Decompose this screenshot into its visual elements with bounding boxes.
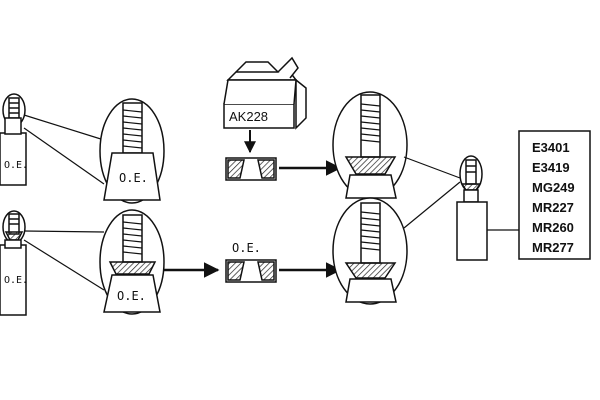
left-bottom-shock-body: [0, 244, 27, 316]
zoom-bottom-washer: [108, 261, 157, 275]
ak228-box-front: [223, 103, 295, 129]
part-number-3: MG249: [532, 180, 575, 195]
left-top-shock-body: [0, 132, 27, 186]
part-number-4: MR227: [532, 200, 574, 215]
zoom-oval-bottom-left: O.E.: [99, 209, 165, 315]
right-bottom-washer: [344, 262, 397, 279]
part-number-box: [518, 130, 591, 260]
part-number-list: E3401 E3419 MG249 MR227 MR260 MR277: [518, 130, 591, 260]
ak228-label: AK228: [229, 109, 268, 124]
left-shock-bottom: O.E.: [0, 210, 28, 316]
left-connector-lines: [23, 114, 105, 291]
left-shock-top: O.E.: [0, 93, 28, 186]
ak228-washer: [225, 157, 277, 181]
right-shock: [456, 155, 488, 261]
flow-arrows: [163, 160, 342, 278]
right-top-washer: [344, 156, 397, 175]
ak228-box: AK228: [223, 56, 307, 130]
left-top-oe-label: O.E.: [4, 160, 28, 171]
left-bottom-oe-label: O.E.: [4, 275, 28, 286]
part-number-6: MR277: [532, 240, 574, 255]
part-number-5: MR260: [532, 220, 574, 235]
right-shock-body: [456, 201, 488, 261]
zoom-bottom-oe-label: O.E.: [117, 289, 146, 303]
zoom-oval-bottom-right: [332, 197, 408, 305]
right-connector-lines: [403, 156, 461, 229]
part-number-1: E3401: [532, 140, 570, 155]
oe-washer: [225, 259, 277, 283]
part-number-2: E3419: [532, 160, 570, 175]
oe-washer-label: O.E.: [232, 241, 261, 255]
zoom-oval-top-left: O.E.: [99, 98, 165, 204]
zoom-oval-top-right: [332, 91, 408, 199]
zoom-top-oe-label: O.E.: [119, 171, 148, 185]
